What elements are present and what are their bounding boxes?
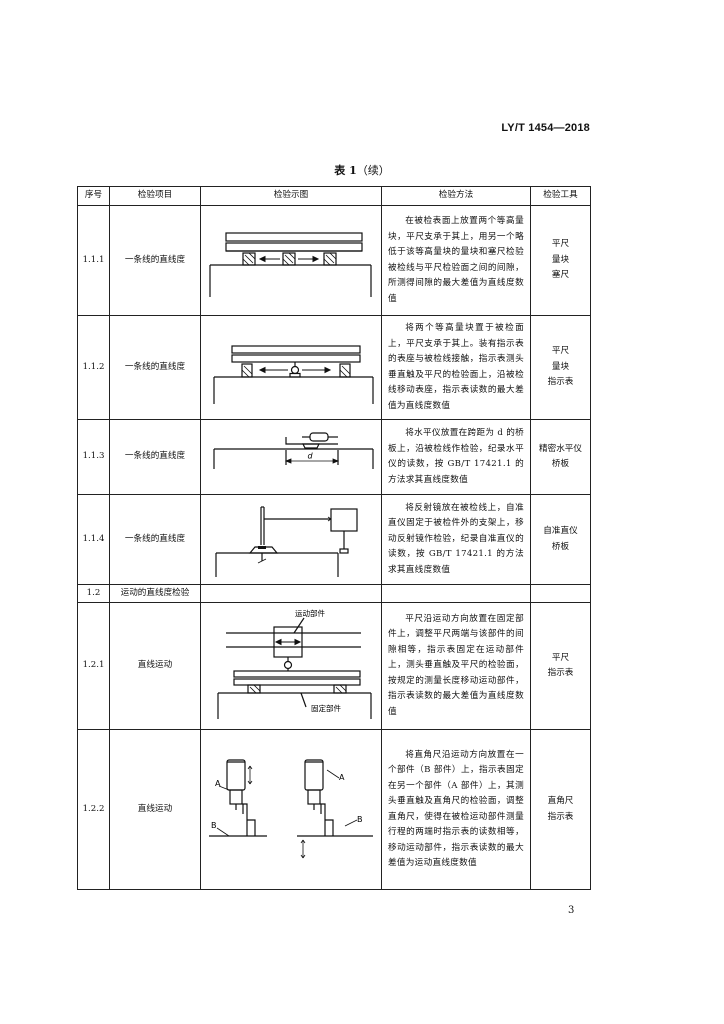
row-item: 直线运动 <box>109 729 201 890</box>
row-tools <box>530 584 591 603</box>
diagram-1-1-2 <box>200 315 382 420</box>
row-method: 将两个等高量块置于被检面上，平尺支承于其上。装有指示表的表座与被检线接触，指示表… <box>381 315 531 420</box>
page-number: 3 <box>568 905 575 916</box>
table-row: 1.1.4 一条线的直线度 <box>77 494 591 585</box>
row-number: 1.1.2 <box>77 315 110 420</box>
row-method: 平尺沿运动方向放置在固定部件上，调整平尺两端与该部件的间隙相等，指示表固定在运动… <box>381 602 531 730</box>
row-item: 直线运动 <box>109 602 201 730</box>
row-number: 1.2 <box>77 584 110 603</box>
table-row: 1.1.3 一条线的直线度 <box>77 419 591 495</box>
table-row: 1.1.2 一条线的直线度 <box>77 315 591 420</box>
row-item: 一条线的直线度 <box>109 419 201 495</box>
linear-motion-diagram: 运动部件 <box>217 608 372 719</box>
straightness-feeler-diagram <box>209 231 372 297</box>
square-indicator-diagram: A B <box>209 758 373 858</box>
label-a-left: A <box>215 779 221 788</box>
col-header-item: 检验项目 <box>109 186 201 206</box>
method-text: 将两个等高量块置于被检面上，平尺支承于其上。装有指示表的表座与被检线接触，指示表… <box>388 323 524 411</box>
row-method: 在被检表面上放置两个等高量块，平尺支承于其上，用另一个略低于该等高量块的量块和塞… <box>381 205 531 316</box>
row-tools: 自准直仪 桥板 <box>530 494 591 585</box>
diagram-1-1-3: d <box>200 419 382 495</box>
diagram-empty <box>200 584 382 603</box>
row-method: 将反射镜放在被检线上，自准直仪固定于被检件外的支架上，移动反射镜作检验，纪录自准… <box>381 494 531 585</box>
row-number: 1.1.3 <box>77 419 110 495</box>
row-item: 运动的直线度检验 <box>109 584 201 603</box>
method-text: 平尺沿运动方向放置在固定部件上，调整平尺两端与该部件的间隙相等，指示表固定在运动… <box>388 613 524 717</box>
row-item: 一条线的直线度 <box>109 315 201 420</box>
col-header-diagram: 检验示图 <box>200 186 382 206</box>
table-row: 1.1.1 一条线的直线度 <box>77 205 591 316</box>
label-moving-part: 运动部件 <box>295 608 325 618</box>
label-b-left: B <box>211 821 217 830</box>
row-method: 将直角尺沿运动方向放置在一个部件（B 部件）上，指示表固定在另一个部件（A 部件… <box>381 729 531 890</box>
diagram-1-1-1 <box>200 205 382 316</box>
col-header-no: 序号 <box>77 186 110 206</box>
straightness-indicator-diagram <box>213 344 374 404</box>
diagram-1-1-4 <box>200 494 382 585</box>
method-text: 在被检表面上放置两个等高量块，平尺支承于其上，用另一个略低于该等高量块的量块和塞… <box>388 216 524 304</box>
method-text: 将水平仪放置在跨距为 d 的桥板上，沿被检线作检验，纪录水平仪的读数，按 GB/… <box>388 428 524 485</box>
row-number: 1.1.4 <box>77 494 110 585</box>
standard-code: LY/T 1454—2018 <box>501 122 590 134</box>
table-title: 表 1（续） <box>0 162 724 178</box>
row-number: 1.2.2 <box>77 729 110 890</box>
spirit-level-diagram: d <box>213 432 374 469</box>
row-tools: 平尺 指示表 <box>530 602 591 730</box>
label-a-right: A <box>339 773 345 782</box>
label-fixed-part: 固定部件 <box>311 703 341 713</box>
diagram-1-2-2: A B <box>200 729 382 890</box>
row-item: 一条线的直线度 <box>109 205 201 316</box>
row-method: 将水平仪放置在跨距为 d 的桥板上，沿被检线作检验，纪录水平仪的读数，按 GB/… <box>381 419 531 495</box>
row-item: 一条线的直线度 <box>109 494 201 585</box>
col-header-method: 检验方法 <box>381 186 531 206</box>
table-header-row: 序号 检验项目 检验示图 检验方法 检验工具 <box>77 186 591 206</box>
row-tools: 直角尺 指示表 <box>530 729 591 890</box>
row-number: 1.2.1 <box>77 602 110 730</box>
diagram-1-2-1: 运动部件 <box>200 602 382 730</box>
method-text: 将直角尺沿运动方向放置在一个部件（B 部件）上，指示表固定在另一个部件（A 部件… <box>388 749 524 869</box>
row-tools: 平尺 量块 指示表 <box>530 315 591 420</box>
table-row: 1.2.2 直线运动 <box>77 729 591 890</box>
label-b-right: B <box>357 815 363 824</box>
diagram-label-d: d <box>307 452 313 461</box>
inspection-table: 序号 检验项目 检验示图 检验方法 检验工具 1.1.1 一条线的直线度 <box>77 186 591 890</box>
table-row: 1.2.1 直线运动 运动部件 <box>77 602 591 730</box>
table-title-continued: （续） <box>356 164 390 177</box>
row-method <box>381 584 531 603</box>
method-text: 将反射镜放在被检线上，自准直仪固定于被检件外的支架上，移动反射镜作检验，纪录自准… <box>388 502 524 575</box>
row-tools: 精密水平仪 桥板 <box>530 419 591 495</box>
col-header-tools: 检验工具 <box>530 186 591 206</box>
row-tools: 平尺 量块 塞尺 <box>530 205 591 316</box>
table-row: 1.2 运动的直线度检验 <box>77 584 591 603</box>
autocollimator-diagram <box>215 505 358 577</box>
row-number: 1.1.1 <box>77 205 110 316</box>
table-title-number: 表 1 <box>334 164 357 177</box>
